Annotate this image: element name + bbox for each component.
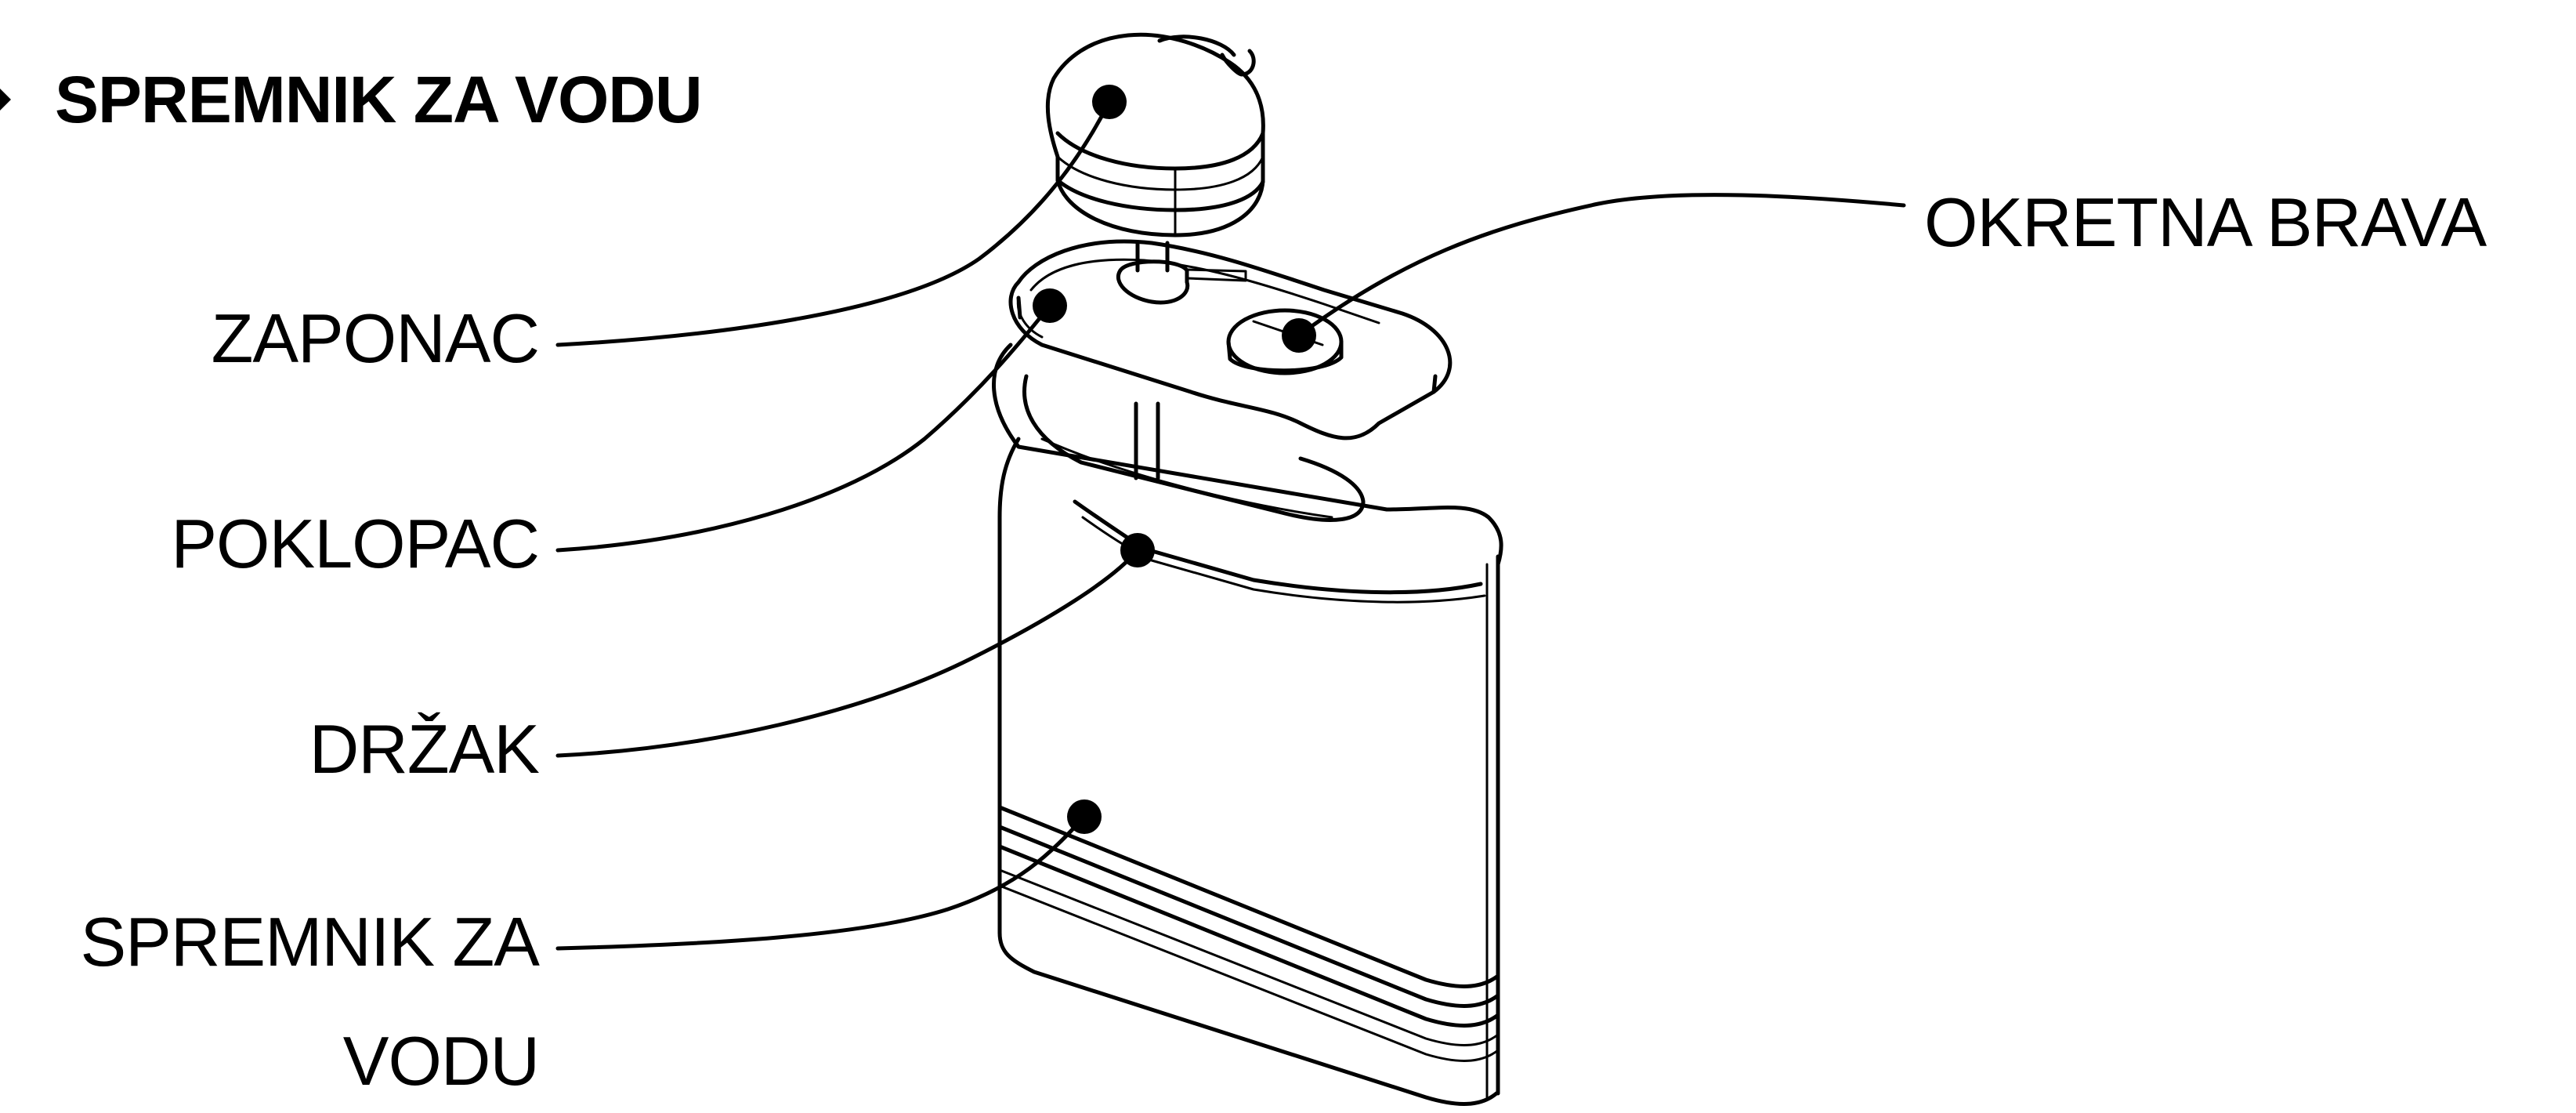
dot-zaponac <box>1092 85 1127 119</box>
tank-body <box>993 345 1501 1104</box>
dot-poklopac <box>1033 288 1067 323</box>
knob <box>1047 34 1263 235</box>
dot-okretna-brava <box>1282 318 1316 353</box>
dot-spremnik <box>1067 799 1102 834</box>
leader-lines <box>558 102 1904 948</box>
dot-drzak <box>1120 533 1155 567</box>
